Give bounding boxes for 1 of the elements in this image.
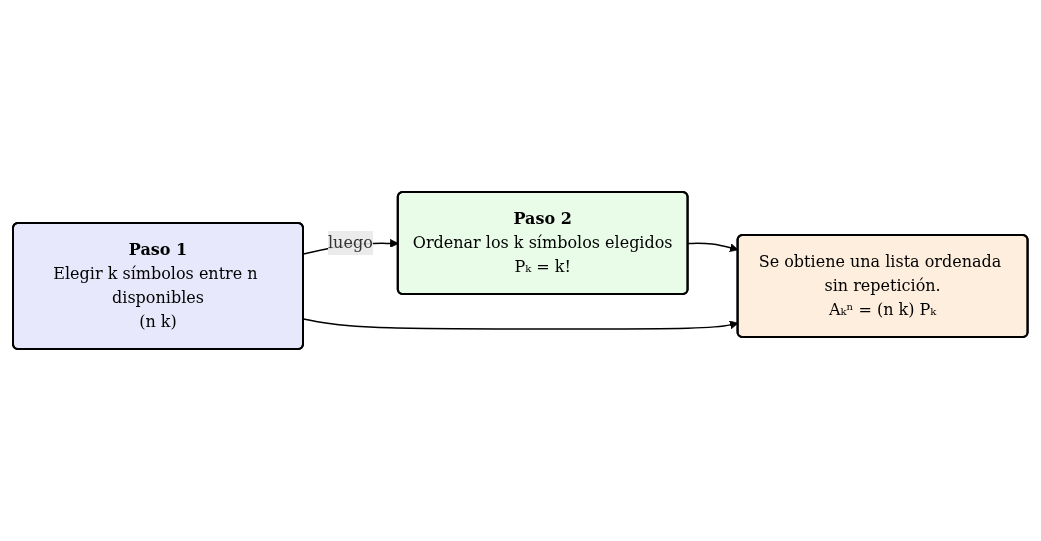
edge-label: luego: [328, 233, 373, 252]
